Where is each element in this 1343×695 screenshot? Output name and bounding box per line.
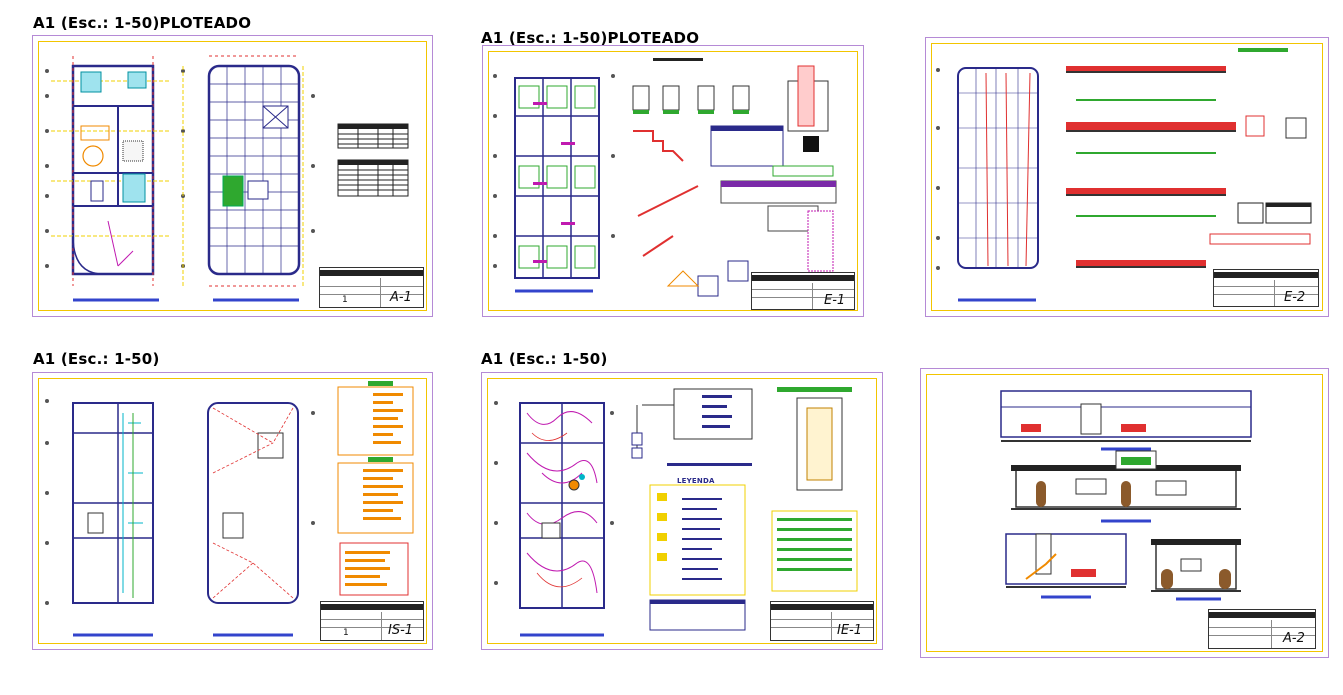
sheet-e1[interactable]: E-1 (482, 45, 864, 317)
sheet-e1-frame (488, 51, 858, 311)
sheet-e1-drawing (493, 58, 837, 297)
leyenda-label: LEYENDA (677, 477, 715, 485)
sheet-is1-titleblock: 1 IS-1 (320, 601, 424, 641)
sheet-is1-number: 1 (343, 628, 349, 638)
sheet-e2[interactable]: E-2 (925, 37, 1329, 317)
sheet-e1-titleblock: E-1 (751, 272, 855, 310)
sheet-ie1-drawing (494, 387, 858, 637)
sheet-ie1-title: A1 (Esc.: 1-50) (481, 350, 608, 368)
sheet-ie1-code: IE-1 (837, 623, 863, 638)
sheet-a1-titleblock: 1 A-1 (319, 267, 424, 308)
sheet-a1-number: 1 (342, 295, 348, 305)
sheet-is1-code: IS-1 (388, 623, 414, 638)
sheet-a1-drawing (45, 55, 409, 302)
sheet-a1-code: A-1 (390, 290, 412, 305)
sheet-is1-drawing (45, 381, 414, 637)
sheet-e2-titleblock: E-2 (1213, 269, 1319, 307)
sheet-is1-frame (38, 378, 427, 644)
sheet-e2-code: E-2 (1284, 290, 1306, 305)
sheet-e2-drawing (936, 48, 1312, 302)
sheet-a2[interactable]: A-2 (920, 368, 1329, 658)
sheet-e1-code: E-1 (824, 293, 846, 308)
sheet-a1[interactable]: 1 A-1 (32, 35, 433, 317)
sheet-e2-frame (931, 43, 1323, 311)
sheet-ie1[interactable]: LEYENDA IE-1 (481, 372, 883, 650)
sheet-is1[interactable]: 1 IS-1 (32, 372, 433, 650)
sheet-ie1-titleblock: IE-1 (770, 601, 874, 641)
sheet-a2-code: A-2 (1283, 631, 1305, 646)
sheet-ie1-frame (487, 378, 877, 644)
sheet-a2-frame (926, 374, 1323, 652)
sheet-a1-frame (38, 41, 427, 311)
sheet-a1-title: A1 (Esc.: 1-50)PLOTEADO (33, 14, 252, 32)
sheet-is1-title: A1 (Esc.: 1-50) (33, 350, 160, 368)
sheet-a2-drawing (1000, 390, 1252, 601)
sheet-a2-titleblock: A-2 (1208, 609, 1316, 649)
sheet-e1-title: A1 (Esc.: 1-50)PLOTEADO (481, 29, 700, 47)
